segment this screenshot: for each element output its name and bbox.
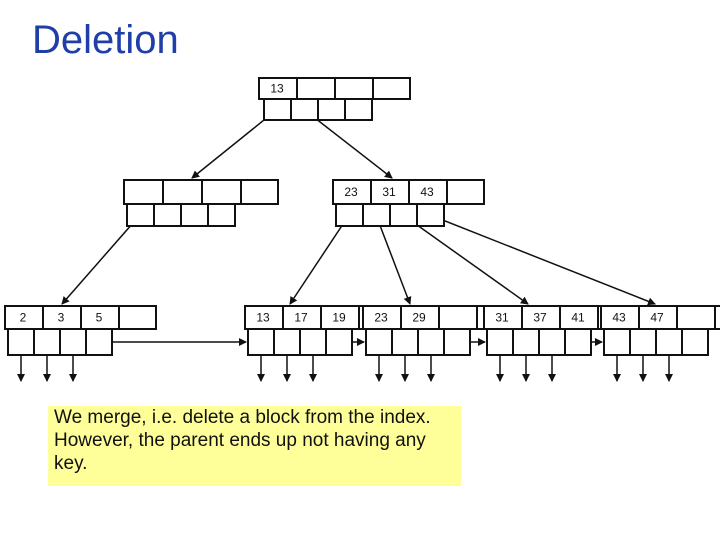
- tree-edge: [61, 214, 141, 305]
- node-inner-right: 23 31 43: [332, 179, 485, 227]
- explanation-note: We merge, i.e. delete a block from the i…: [48, 406, 461, 486]
- key-label: 31: [495, 311, 509, 325]
- key-label: 19: [332, 311, 346, 325]
- node-leaf-3: 23 29: [362, 305, 515, 356]
- key-label: 2: [20, 311, 27, 325]
- node-leaf-4: 31 37 41: [483, 305, 636, 356]
- key-label: 29: [412, 311, 426, 325]
- key-label: 5: [96, 311, 103, 325]
- key-label: 23: [344, 185, 358, 199]
- tree-edge: [375, 214, 412, 305]
- tree-edge: [191, 108, 278, 179]
- key-label: 3: [58, 311, 65, 325]
- tree-edge: [289, 214, 350, 305]
- key-label: 31: [382, 185, 396, 199]
- node-root: 13: [258, 77, 411, 121]
- key-label: 17: [294, 311, 308, 325]
- node-inner-left: [123, 179, 279, 227]
- key-label: 13: [270, 82, 284, 96]
- node-leaf-5: 43 47: [600, 305, 720, 356]
- node-leaf-1: 2 3 5: [4, 305, 157, 356]
- key-label: 37: [533, 311, 547, 325]
- slide-title: Deletion: [32, 18, 179, 62]
- node-leaf-2: 13 17 19: [244, 305, 397, 356]
- key-label: 43: [420, 185, 434, 199]
- key-label: 43: [612, 311, 626, 325]
- tree-edge: [402, 214, 529, 305]
- key-label: 13: [256, 311, 270, 325]
- key-label: 47: [650, 311, 664, 325]
- tree-edge: [429, 214, 656, 306]
- key-label: 41: [571, 311, 585, 325]
- key-label: 23: [374, 311, 388, 325]
